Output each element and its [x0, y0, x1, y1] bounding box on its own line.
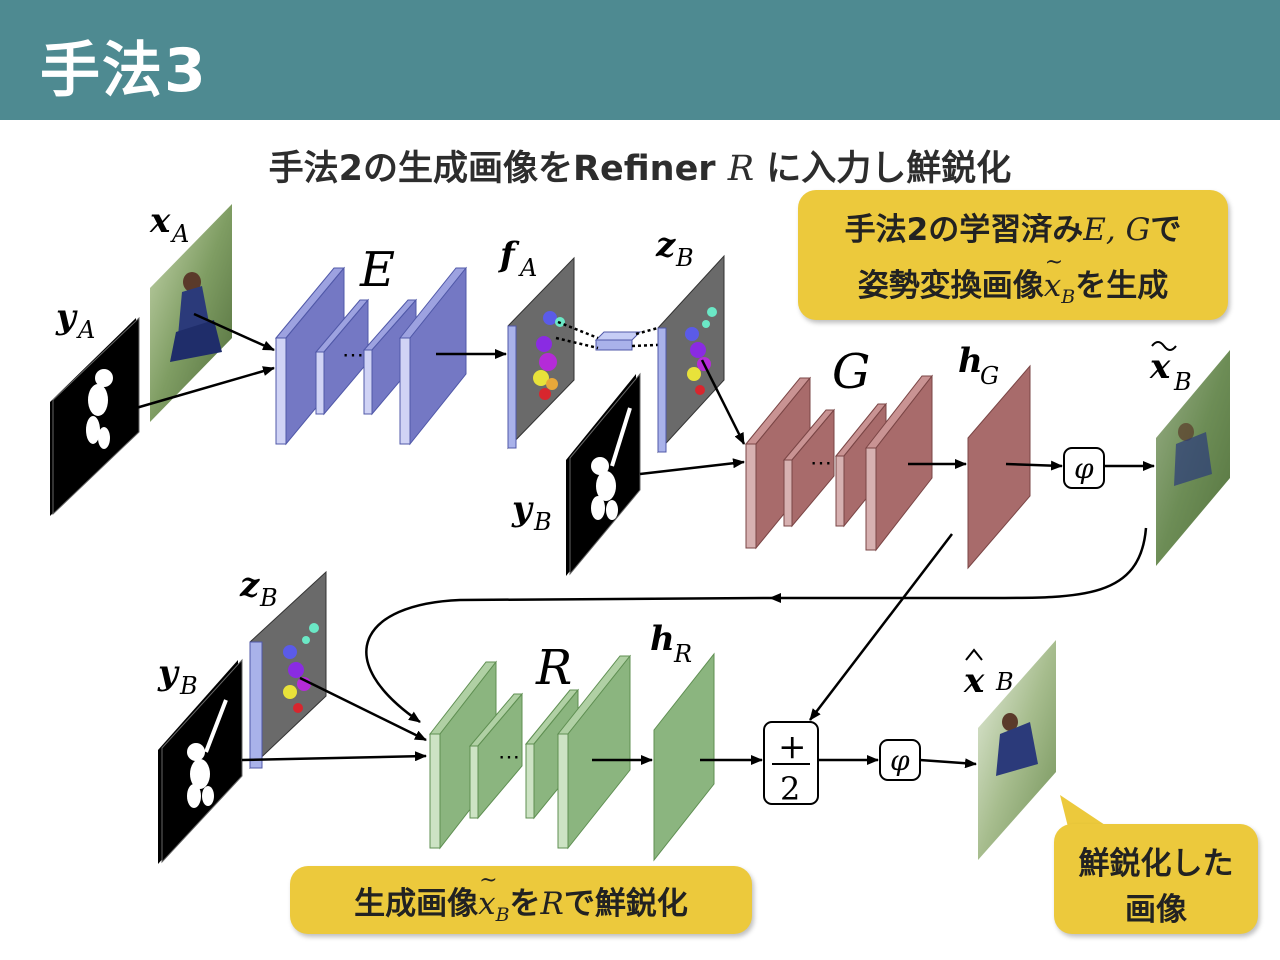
- phi-box-top: [1063, 447, 1105, 489]
- callout-sharpened-image: 鮮鋭化した 画像: [1054, 824, 1258, 934]
- label-zb-top-sub: B: [675, 244, 694, 272]
- callout-bottom-sub: B: [495, 904, 510, 927]
- label-phi-bottom: φ: [890, 744, 910, 777]
- label-hg: h: [958, 341, 983, 381]
- slide-title: 手法3: [40, 36, 208, 106]
- label-fa-sub: A: [518, 254, 537, 282]
- label-hr-sub: R: [673, 640, 692, 668]
- average-box: [763, 721, 819, 805]
- pose-map-yb-mid: [566, 372, 641, 576]
- pose-map-ya: [50, 316, 140, 516]
- flow-arrows: [135, 312, 1155, 769]
- label-plus: +: [778, 727, 807, 767]
- callout-bottom-text-end: で鮮鋭化: [563, 886, 688, 922]
- label-xb-tilde: x: [1149, 347, 1171, 387]
- callout-bottom-math-r: R: [540, 886, 564, 922]
- callout-top-line1-end: で: [1150, 212, 1182, 248]
- label-yb-bottom-sub: B: [179, 672, 198, 700]
- refiner-r: ⋯: [428, 654, 632, 850]
- callout-right-line2: 画像: [1125, 892, 1187, 928]
- callout-top-line2-sub: B: [1061, 286, 1076, 309]
- callout-top-line2-x: x: [1043, 268, 1062, 304]
- callout-top-line2-end: を生成: [1075, 268, 1169, 304]
- svg-text:⋯: ⋯: [810, 451, 832, 476]
- label-ya-sub: A: [76, 316, 95, 344]
- feature-map-hg: [967, 364, 1031, 570]
- label-zb-top: z: [655, 225, 676, 265]
- callout-top-line2-text: 姿勢変換画像: [857, 268, 1044, 304]
- label-fa: f: [498, 235, 520, 275]
- subtitle-text-start: 手法2の生成画像をRefiner: [268, 149, 728, 189]
- pose-map-yb-bottom: [158, 658, 243, 864]
- generated-image-xb-tilde: [1156, 350, 1230, 566]
- diagram-labels: x A y A E f A z B y B G h G φ x B z B y …: [55, 201, 1192, 808]
- hat-mark: [965, 648, 983, 661]
- generator-g: ⋯: [744, 374, 934, 552]
- title-bar: 手法3: [0, 0, 1280, 120]
- callout-top-line2: 姿勢変換画像~xBを生成: [798, 250, 1228, 309]
- label-yb-mid-sub: B: [533, 508, 552, 536]
- label-xb-tilde-sub: B: [1173, 368, 1192, 396]
- label-xb-hat-sub: B: [995, 668, 1014, 696]
- callout-refine-with-r: 生成画像~xBをRで鮮鋭化: [290, 866, 752, 934]
- refined-image-xb-hat: [978, 640, 1056, 860]
- callout-bottom-text-start: 生成画像: [354, 886, 479, 922]
- label-hg-sub: G: [980, 362, 999, 390]
- svg-text:⋯: ⋯: [342, 343, 364, 368]
- label-g: G: [832, 344, 870, 400]
- label-xa-sub: A: [170, 220, 189, 248]
- callout-pretrained-eg: 手法2の学習済みE, Gで 姿勢変換画像~xBを生成: [798, 190, 1228, 320]
- feature-map-fa: [507, 256, 575, 450]
- label-two: 2: [780, 770, 800, 808]
- subtitle-text-end: に入力し鮮鋭化: [754, 149, 1012, 189]
- slide-subtitle: 手法2の生成画像をRefiner R に入力し鮮鋭化: [0, 140, 1280, 191]
- label-e: E: [359, 242, 395, 298]
- callout-top-line2-xtilde: ~xB: [1043, 250, 1076, 309]
- callout-right-line1: 鮮鋭化した: [1078, 846, 1234, 882]
- callout-top-line1-text: 手法2の学習済み: [844, 212, 1084, 248]
- label-hr: h: [650, 619, 675, 659]
- encoder-e: ⋯: [274, 266, 468, 446]
- label-ya: y: [55, 297, 78, 337]
- callout-top-line1-math: E, G: [1083, 212, 1151, 248]
- subtitle-math-r: R: [727, 149, 755, 189]
- pose-feature-zb-bottom: [249, 570, 327, 770]
- label-xb-hat: x: [963, 661, 985, 701]
- label-zb-bottom-sub: B: [259, 584, 278, 612]
- label-zb-bottom: z: [239, 565, 260, 605]
- svg-text:⋯: ⋯: [498, 745, 520, 770]
- label-yb-bottom: y: [157, 653, 180, 693]
- pose-feature-zb-top: [657, 254, 725, 454]
- label-xa: x: [149, 201, 171, 241]
- callout-bottom-text-mid: を: [509, 886, 541, 922]
- callout-bottom-xtilde: ~xB: [478, 868, 510, 927]
- label-phi-top: φ: [1074, 452, 1094, 485]
- label-yb-mid: y: [511, 489, 534, 529]
- feature-map-hr: [653, 652, 715, 862]
- callout-top-line1: 手法2の学習済みE, Gで: [798, 204, 1228, 249]
- input-image-xa: [150, 204, 232, 422]
- tilde-mark: [1151, 341, 1177, 351]
- callout-bottom-x: x: [478, 886, 496, 922]
- label-r: R: [535, 640, 572, 696]
